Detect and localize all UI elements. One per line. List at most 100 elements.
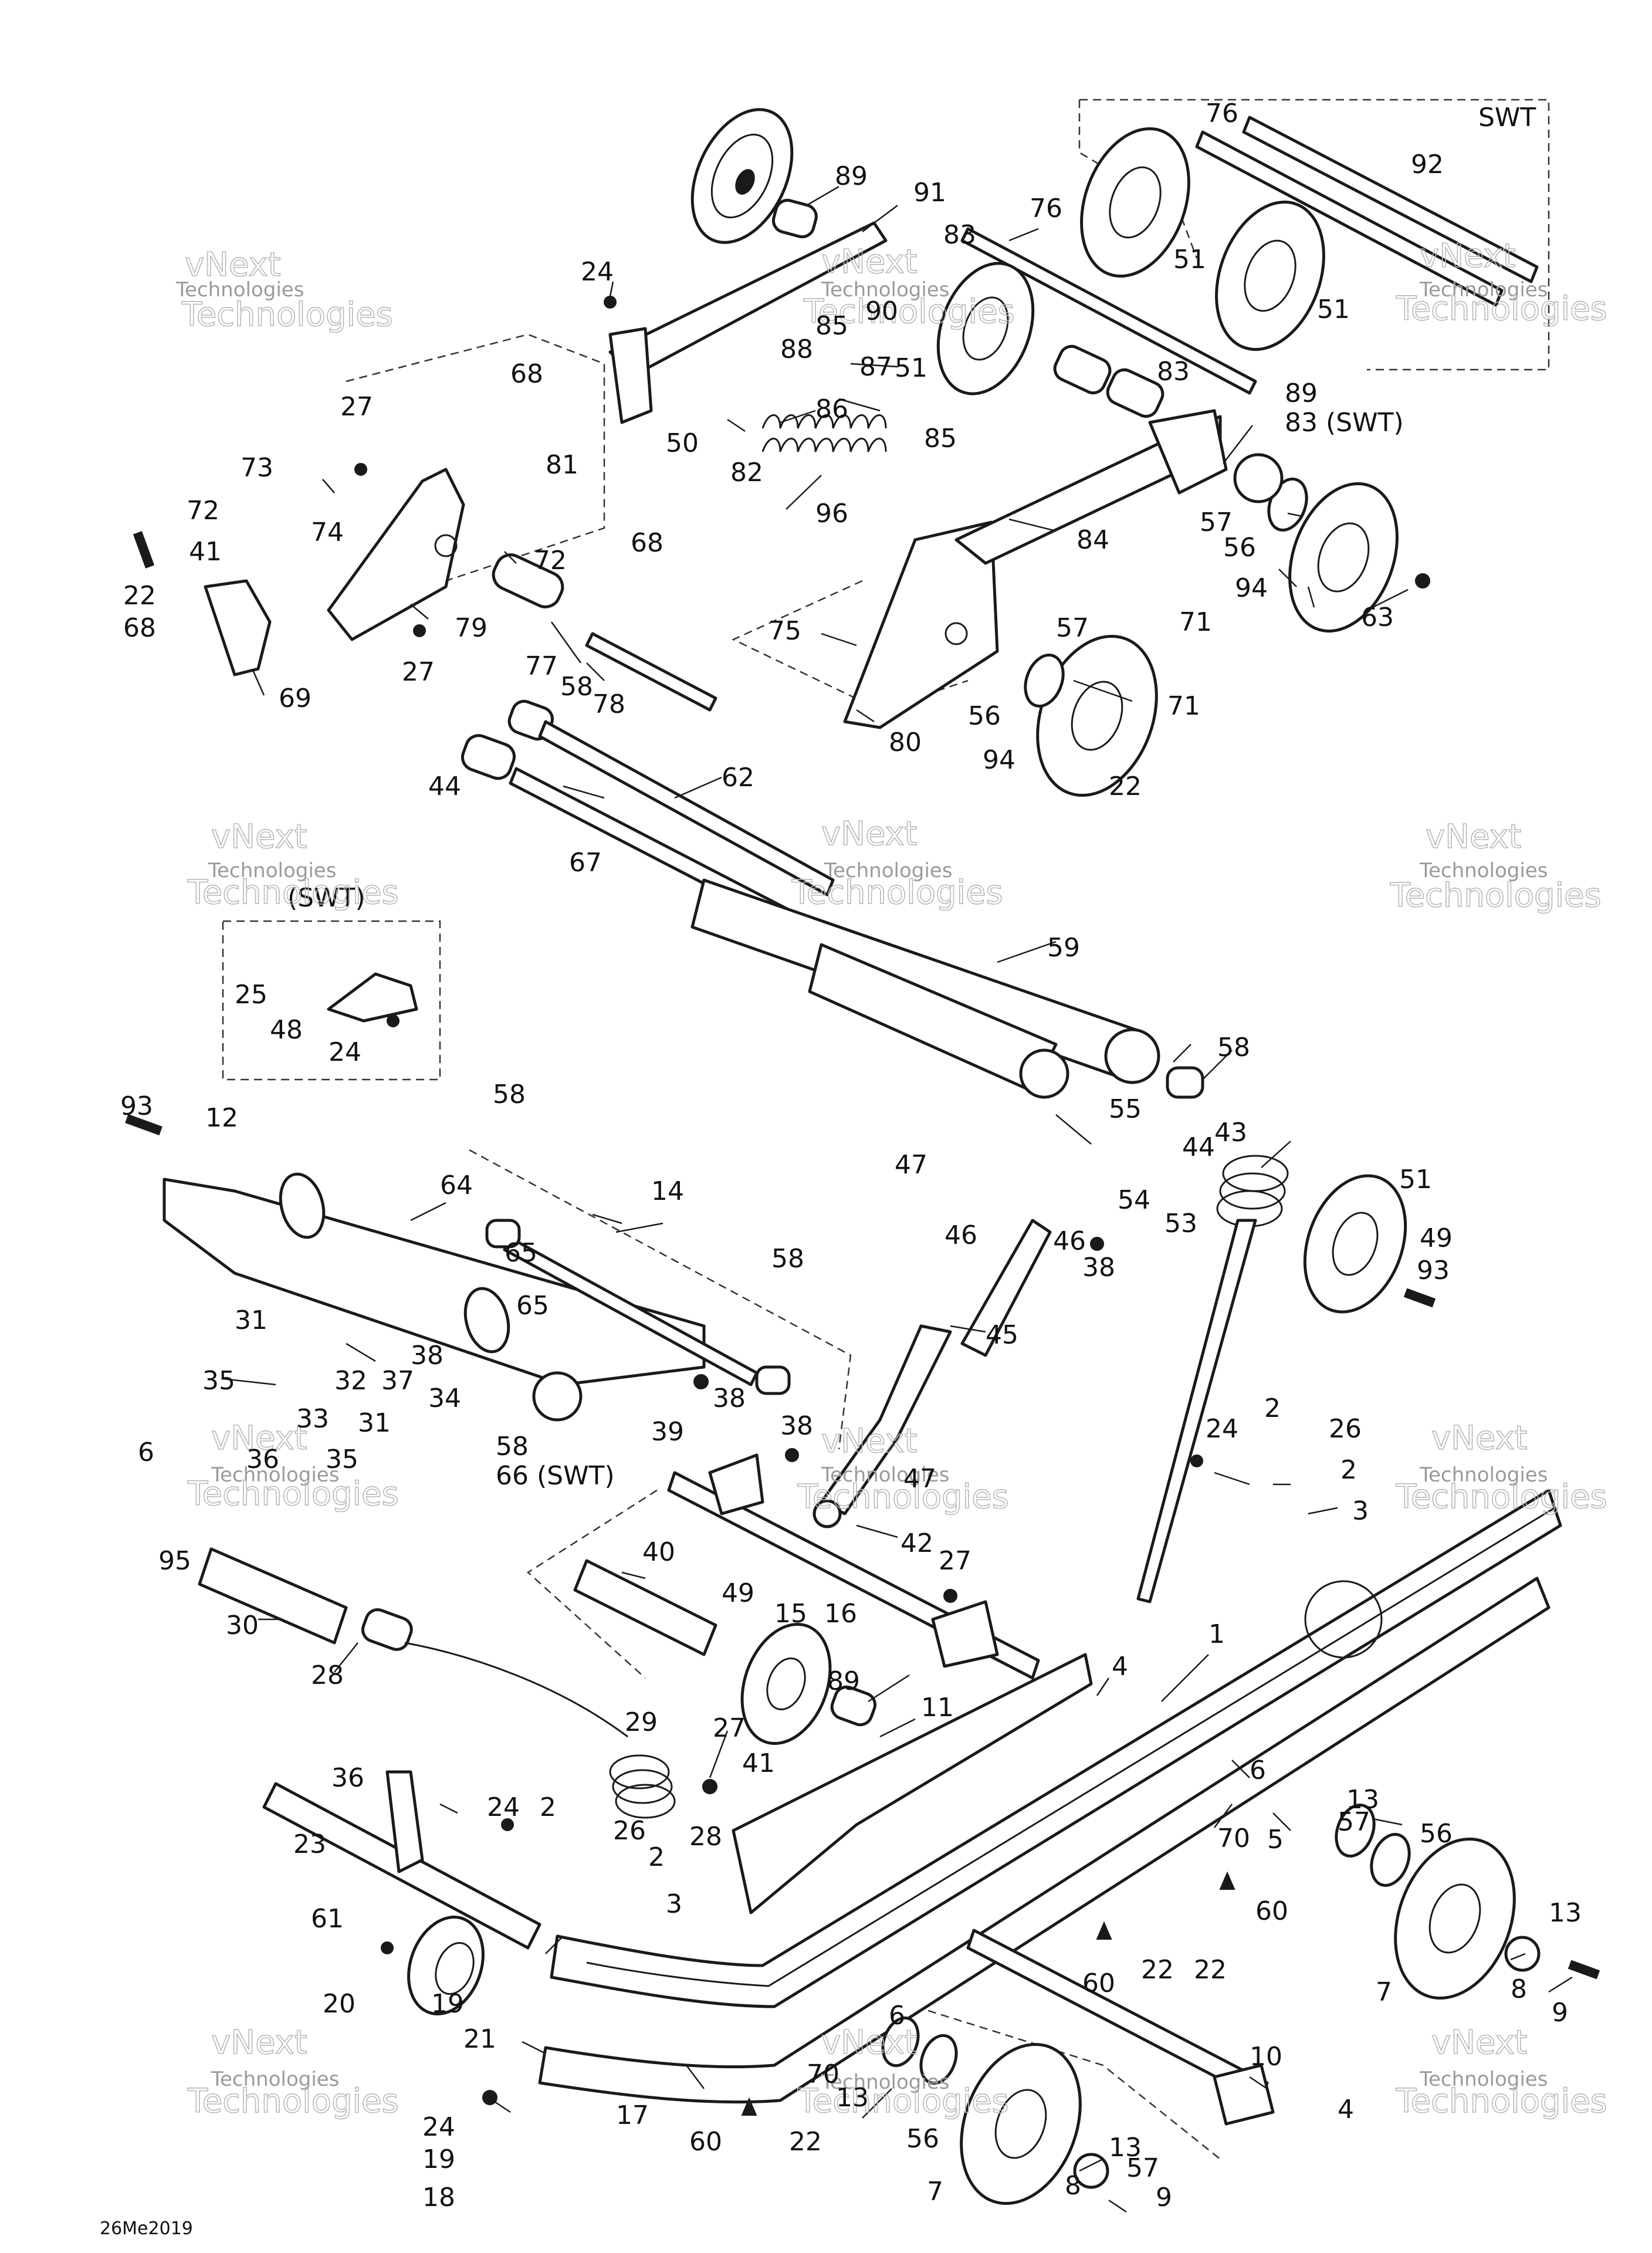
callout: 83 — [1157, 357, 1190, 387]
callout: 24 — [581, 257, 614, 287]
plate-69 — [204, 579, 272, 676]
callout: 56 — [1420, 1819, 1453, 1849]
watermark-text: Technologies — [1419, 1463, 1548, 1487]
watermark-text: Technologies — [211, 2068, 339, 2091]
wheel-51-mid — [1303, 1174, 1407, 1314]
callout: 28 — [689, 1822, 722, 1852]
callout: 16 — [824, 1599, 857, 1629]
callout: 68 — [631, 528, 663, 558]
torsion-spring-29 — [404, 1642, 676, 1819]
callout: 7 — [927, 2177, 943, 2207]
watermark-text: Technologies — [1396, 290, 1607, 328]
callout: 51 — [1173, 245, 1206, 275]
callout: 71 — [1179, 607, 1212, 637]
slide-rail-1 — [550, 1489, 1562, 2008]
callout: 20 — [323, 1989, 356, 2019]
callout: 24 — [487, 1792, 520, 1822]
callout: 27 — [402, 657, 435, 687]
watermark-text: vNext — [1431, 1419, 1528, 1457]
callout: 83 (SWT) — [1285, 408, 1404, 438]
watermark-text: Technologies — [821, 2071, 949, 2094]
callout: 51 — [1399, 1165, 1432, 1195]
callout: 38 — [713, 1383, 746, 1413]
watermark-text: Technologies — [211, 1463, 339, 1487]
front-axle-23 — [262, 1770, 541, 1950]
watermark-text: Technologies — [208, 859, 336, 882]
callout: 8 — [1511, 1974, 1527, 2004]
callout: 72 — [187, 496, 219, 526]
watermark-text: Technologies — [1419, 859, 1548, 882]
callout: 96 — [815, 499, 848, 529]
callout: 60 — [1082, 1968, 1115, 1998]
callout: 44 — [428, 772, 461, 801]
callout: 54 — [1118, 1185, 1150, 1215]
callout: 2 — [1264, 1393, 1281, 1423]
callout: 65 — [516, 1291, 549, 1321]
callout: 29 — [625, 1707, 658, 1737]
callout: 8 — [1065, 2171, 1081, 2201]
callout: 89 — [827, 1666, 860, 1696]
callout: 19 — [431, 1989, 464, 2019]
callout: 56 — [906, 2124, 939, 2154]
front-roller-20 — [407, 1916, 485, 2015]
callout: 46 — [945, 1220, 977, 1250]
callout: 26 — [1329, 1414, 1362, 1444]
shock-absorber-45 — [813, 1219, 1052, 1528]
callout: 14 — [651, 1176, 684, 1206]
callout: 47 — [895, 1150, 927, 1180]
rear-wheel-7-lower — [881, 2016, 1109, 2205]
watermark-text: Technologies — [1396, 2082, 1607, 2120]
callout: 91 — [913, 178, 946, 208]
callout: 85 — [924, 424, 957, 454]
callout: 3 — [666, 1889, 682, 1919]
callout: 4 — [1112, 1652, 1128, 1682]
leader-lines — [222, 185, 1573, 2213]
callout: 76 — [1206, 99, 1238, 128]
callout: 81 — [546, 450, 578, 480]
callout: 89 — [835, 161, 868, 191]
callout: 35 — [202, 1366, 235, 1396]
watermark-text: Technologies — [1390, 877, 1602, 915]
callout: 26 — [613, 1816, 646, 1846]
rear-arm-64 — [163, 1172, 706, 1422]
part-callouts: 89 91 83 76 76 92 51 51 24 85 90 88 87 5… — [120, 99, 1582, 2213]
slide-rail-17 — [538, 1577, 1551, 2104]
callout: 45 — [986, 1320, 1018, 1350]
callout: 87 — [859, 352, 892, 382]
callout: 70 — [807, 2059, 839, 2089]
callout: 13 — [836, 2083, 869, 2113]
callout: 4 — [1338, 2095, 1354, 2125]
rear-axle-10 — [966, 1929, 1275, 2126]
callout: 60 — [1255, 1896, 1288, 1926]
callout: 38 — [411, 1341, 444, 1371]
callout: 88 — [780, 334, 813, 364]
spring-43 — [1136, 1155, 1289, 1604]
watermark-text: vNext — [211, 2024, 307, 2062]
callout: 6 — [889, 2001, 905, 2031]
callout: 83 — [943, 220, 976, 250]
watermark-text: vNext — [1420, 237, 1516, 275]
callout: 41 — [189, 537, 222, 567]
callout: 36 — [331, 1763, 364, 1793]
callout: 56 — [1223, 533, 1256, 563]
callout: 57 — [1126, 2153, 1159, 2183]
callout: 47 — [903, 1464, 936, 1494]
watermark-text: vNext — [1431, 2024, 1528, 2062]
callout: 31 — [235, 1305, 268, 1335]
callout: 46 — [1053, 1226, 1086, 1256]
callout: 58 — [771, 1244, 804, 1274]
callout: 13 — [1109, 2133, 1142, 2163]
top-left-idler-wheel — [690, 108, 794, 244]
callout: 27 — [340, 392, 373, 422]
spacer-58-right — [1166, 1066, 1204, 1099]
callout: 50 — [666, 428, 699, 458]
callout: 41 — [742, 1748, 775, 1778]
callout: 27 — [939, 1546, 971, 1576]
watermark-text: Technologies — [1396, 1478, 1607, 1516]
callout: 21 — [463, 2024, 496, 2054]
watermark-text: Technologies — [821, 1463, 949, 1487]
callout: 44 — [1182, 1132, 1215, 1162]
callout: 38 — [1082, 1253, 1115, 1283]
watermark-text: Technologies — [797, 2082, 1009, 2120]
callout: 31 — [358, 1408, 391, 1438]
